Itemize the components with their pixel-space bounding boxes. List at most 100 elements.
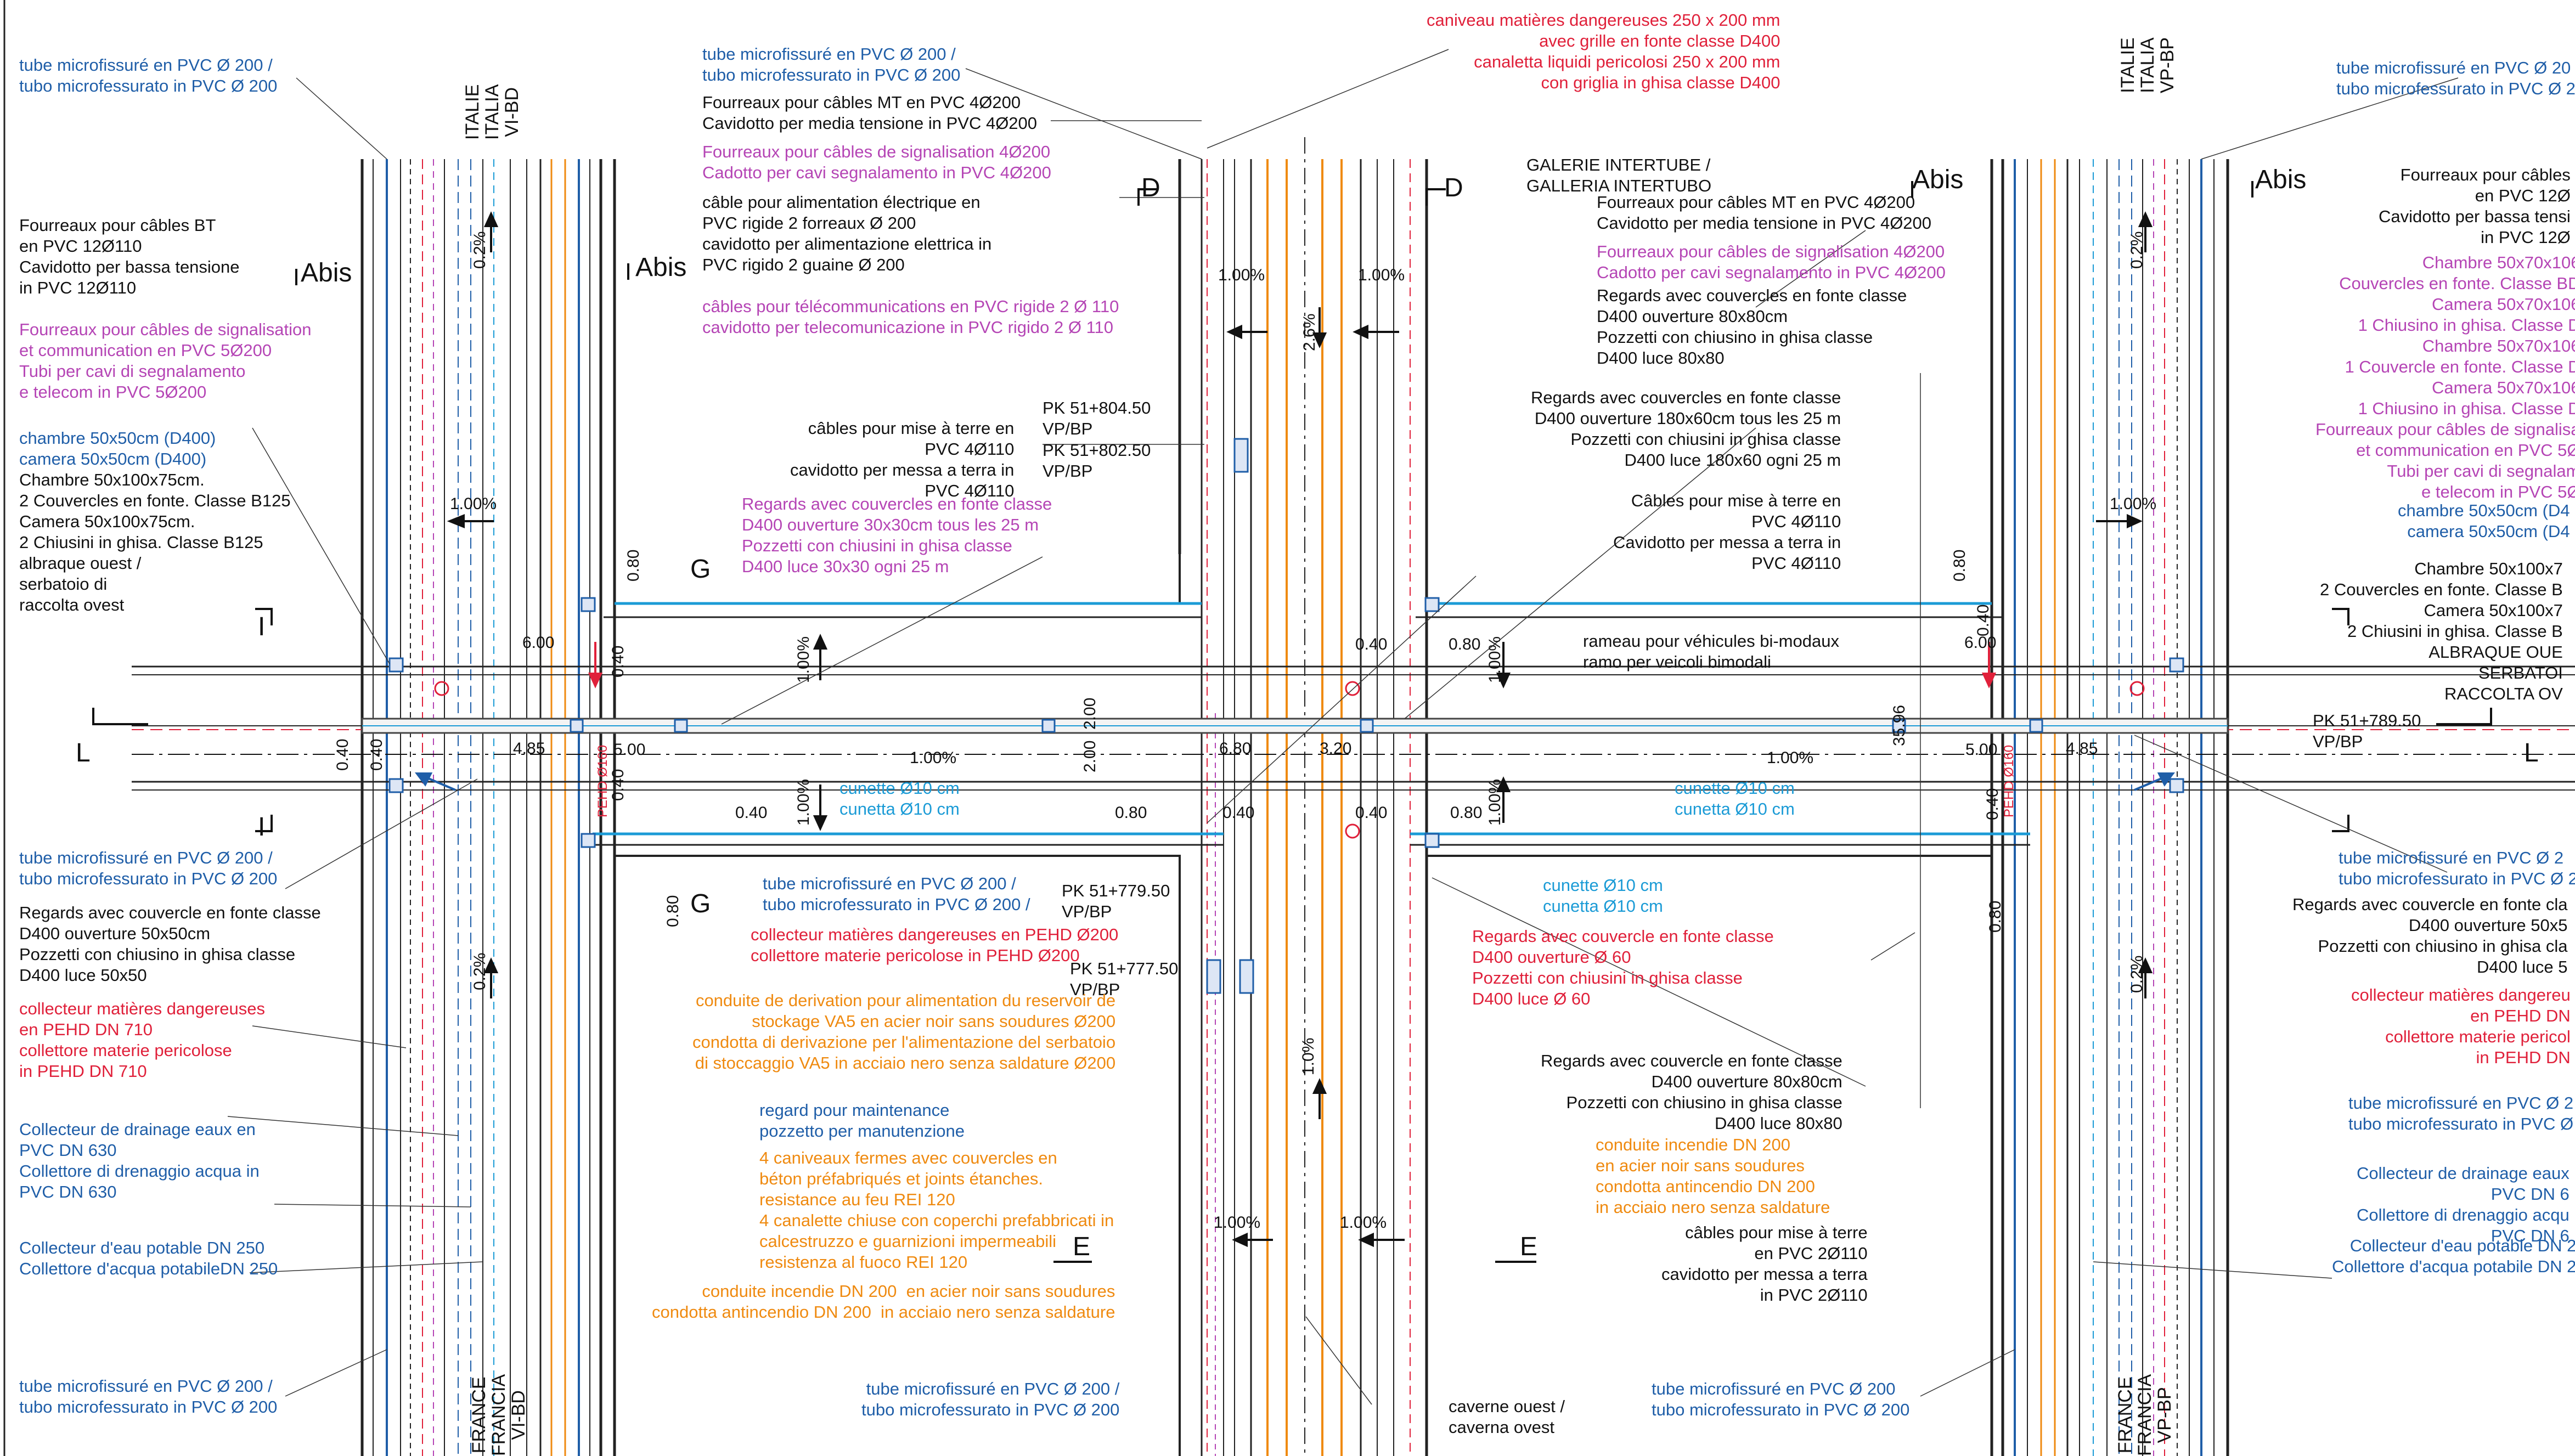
note-caniveaux-fermes: 4 caniveaux fermes avec couvercles en bé… (759, 1148, 1114, 1272)
dim-0-80-b: 0.80 (1115, 804, 1147, 822)
note-regards-80: Regards avec couvercles en fonte classe … (1597, 286, 1907, 368)
note-right-edge-top: Fourreaux pour câbles en PVC 12Ø Cavidot… (2379, 165, 2571, 247)
note-terre-right: Câbles pour mise à terre en PVC 4Ø110 Ca… (1613, 491, 1841, 573)
section-brackets (295, 181, 2253, 1263)
note-caniveau-top: caniveau matières dangereuses 250 x 200 … (1427, 10, 1780, 92)
note-tube-top-center: tube microfissuré en PVC Ø 200 / tubo mi… (702, 44, 961, 84)
pk-804: PK 51+804.50 VP/BP (1043, 398, 1151, 438)
section-l-right: L (2524, 738, 2539, 767)
note-tube-mid-left: tube microfissuré en PVC Ø 200 / tubo mi… (19, 848, 278, 888)
vdim-2-00-a: 2.00 (1081, 697, 1099, 730)
section-d-2: D (1444, 173, 1463, 202)
section-abis-3: Abis (1912, 165, 1964, 194)
vdim-0-40-a: 0.40 (334, 738, 352, 771)
slope-1pct-f: 1.00% (1767, 749, 1814, 767)
country-label-france-left: FRANCE FRANCIA VI-BD (469, 1374, 529, 1456)
note-tube-top-left: tube microfissuré en PVC Ø 200 / tubo mi… (19, 55, 278, 95)
slope-1pct-d: 1.00% (2110, 495, 2157, 513)
vdim-0-2pct-b: 0.2% (471, 952, 489, 990)
vdim-pehd-right: PEHD Ø160 (2002, 744, 2016, 817)
pk-779: PK 51+779.50 VP/BP (1062, 881, 1170, 921)
slope-1pct-g: 1.00% (1214, 1214, 1261, 1232)
intertube-gallery (132, 665, 2575, 791)
note-chambre-left: Chambre 50x100x75cm. 2 Couvercles en fon… (19, 470, 291, 614)
vdim-0-80-c: 0.80 (1951, 549, 1969, 582)
note-signal-left: Fourreaux pour câbles de signalisation e… (19, 320, 312, 402)
section-abis-1: Abis (301, 258, 352, 287)
vdim-0-40-d: 0.40 (609, 769, 627, 801)
vdim-0-2pct-d: 0.2% (2128, 955, 2146, 993)
section-l-left: L (76, 738, 91, 767)
note-galerie: GALERIE INTERTUBE / GALLERIA INTERTUBO (1526, 155, 1712, 195)
vdim-0-2pct-a: 0.2% (471, 231, 489, 269)
dim-0-80-c: 0.80 (1450, 804, 1483, 822)
room-outlines (593, 159, 2030, 1456)
dim-3-20: 3.20 (1320, 740, 1352, 758)
note-tube-mid-right: tube microfissuré en PVC Ø 2 tubo microf… (2339, 848, 2575, 888)
vdim-1pct-c: 1.00% (1486, 636, 1504, 683)
dim-0-40-b: 0.40 (1222, 804, 1255, 822)
slope-1pct-c: 1.00% (1358, 266, 1405, 284)
vdim-1pct-b: 1.00% (795, 778, 813, 826)
country-label-italie-right: ITALIE ITALIA VP-BP (2117, 37, 2178, 93)
section-abis-2: Abis (635, 253, 687, 282)
vdim-2-6pct: 2.6% (1300, 313, 1319, 351)
note-signal-right: Fourreaux pour câbles de signalisation 4… (1597, 242, 1946, 282)
blue-arrows (415, 772, 2175, 791)
note-cunette-right: cunette Ø10 cm cunetta Ø10 cm (1675, 778, 1795, 819)
leader-lines (227, 49, 2459, 1405)
note-regards-80-lower: Regards avec couvercle en fonte classe D… (1541, 1051, 1842, 1133)
note-tube-lower-right: tube microfissuré en PVC Ø 2 tubo microf… (2348, 1093, 2574, 1133)
note-bt-left: Fourreaux pour câbles BT en PVC 12Ø110 C… (19, 216, 240, 297)
dim-6-00-right: 6.00 (1964, 634, 1997, 652)
pipe-circles (434, 681, 2145, 839)
note-terre-lower: câbles pour mise à terre en PVC 2Ø110 ca… (1661, 1223, 1868, 1305)
vdim-0-80-a: 0.80 (624, 549, 643, 582)
tube-bundle-left (360, 159, 616, 1456)
dim-4-85-left: 4.85 (513, 740, 545, 758)
dim-6-00-left: 6.00 (522, 634, 555, 652)
note-alim-center: câble pour alimentation électrique en PV… (702, 193, 992, 274)
note-conduite-derivation: conduite de derivation pour alimentation… (692, 991, 1116, 1073)
pk-789: PK 51+789.50 VP/BP (2313, 711, 2421, 751)
vdim-1-0pct: 1.0% (1299, 1037, 1317, 1075)
slope-1pct-h: 1.00% (1340, 1214, 1387, 1232)
note-regards-right: Regards avec couvercle en fonte cla D400… (2292, 895, 2568, 977)
red-arrows (588, 642, 1997, 689)
section-e-1: E (1073, 1232, 1091, 1261)
note-regards-d400-60: Regards avec couvercle en fonte classe D… (1472, 927, 1774, 1008)
manholes (388, 438, 2184, 994)
dim-0-80-a: 0.80 (1449, 635, 1481, 653)
country-label-italie-left: ITALIE ITALIA VI-BD (462, 84, 522, 140)
note-chambre-left-blue: chambre 50x50cm (D400) camera 50x50cm (D… (19, 428, 216, 469)
note-telecom-center: câbles pour télécommunications en PVC ri… (702, 297, 1119, 337)
vdim-0-40-f: 0.40 (1984, 788, 2002, 820)
note-tube-lower-center: tube microfissuré en PVC Ø 200 / tubo mi… (763, 874, 1030, 914)
note-collecteur-center: collecteur matières dangereuses en PEHD … (751, 925, 1119, 965)
vdim-0-2pct-c: 0.2% (2128, 231, 2146, 269)
note-right-edge-blue: chambre 50x50cm (D4 camera 50x50cm (D4 (2398, 501, 2570, 541)
section-i-1: I (258, 612, 266, 641)
dim-0-40-a: 0.40 (1355, 635, 1388, 653)
dim-0-40-d: 0.40 (735, 804, 768, 822)
vdim-0-80-d: 0.80 (1986, 900, 2004, 933)
vdim-pehd-left: PEHD Ø160 (595, 744, 610, 817)
note-regards-180: Regards avec couvercles en fonte classe … (1531, 388, 1841, 470)
note-regard-maintenance: regard pour maintenance pozzetto per man… (759, 1101, 965, 1141)
vdim-0-40-c: 0.40 (609, 645, 627, 678)
section-d-1: D (1141, 173, 1160, 202)
note-tube-top-right: tube microfissuré en PVC Ø 20 tubo micro… (2336, 58, 2575, 98)
section-g-1: G (690, 555, 711, 584)
note-conduite-incendie-right: conduite incendie DN 200 en acier noir s… (1596, 1135, 1830, 1217)
note-caverne: caverne ouest / caverna ovest (1449, 1397, 1565, 1437)
note-right-edge-mag: Chambre 50x70x106 Couvercles en fonte. C… (2315, 253, 2575, 501)
note-tube-bottom-left: tube microfissuré en PVC Ø 200 / tubo mi… (19, 1376, 278, 1417)
country-label-france-right: FRANCE FRANCIA VP-BP (2115, 1374, 2175, 1456)
note-regards-center: Regards avec couvercles en fonte classe … (742, 494, 1052, 576)
section-i-2: I (258, 812, 266, 842)
note-terre-center: câbles pour mise à terre en PVC 4Ø110 ca… (790, 419, 1015, 500)
vdim-2-00-b: 2.00 (1081, 740, 1099, 772)
dim-0-40-c: 0.40 (1355, 804, 1388, 822)
vdim-35-96: 35.96 (1890, 704, 1908, 746)
slope-1pct-e: 1.00% (910, 749, 957, 767)
